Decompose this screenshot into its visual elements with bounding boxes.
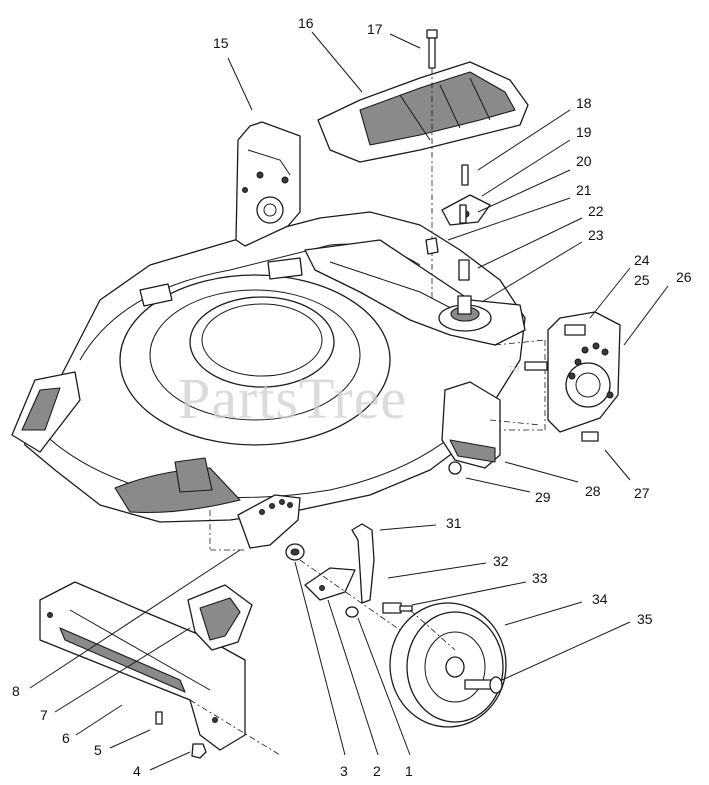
cover-bolt	[426, 29, 438, 300]
callout-23: 23	[588, 227, 604, 243]
callout-16: 16	[298, 15, 314, 31]
callout-8: 8	[12, 683, 20, 699]
callout-27: 27	[634, 485, 650, 501]
blade-drive-mount	[438, 295, 492, 332]
callout-18: 18	[576, 95, 592, 111]
callout-21: 21	[576, 182, 592, 198]
height-adjust-plate-left	[235, 121, 301, 247]
callout-20: 20	[576, 153, 592, 169]
height-adjust-plate-right	[494, 311, 621, 433]
callout-24: 24	[634, 252, 650, 268]
callout-34: 34	[592, 591, 608, 607]
callout-17: 17	[367, 21, 383, 37]
callout-35: 35	[637, 611, 653, 627]
leader-lines	[29, 31, 669, 771]
small-hardware-stack	[425, 164, 491, 281]
callout-32: 32	[493, 553, 509, 569]
callout-25: 25	[634, 272, 650, 288]
callout-33: 33	[532, 570, 548, 586]
front-skirt	[39, 510, 281, 759]
callout-3: 3	[340, 763, 348, 779]
callout-22: 22	[588, 203, 604, 219]
watermark-trademark: TM	[508, 365, 520, 374]
callout-15: 15	[213, 35, 229, 51]
rear-axle-baffle	[441, 381, 599, 475]
callout-numbers: 15 16 17 18 19 20 21 22 23 24 25 26 27 2…	[12, 15, 692, 779]
watermark-text: PartsTree	[178, 366, 407, 431]
callout-29: 29	[535, 489, 551, 505]
callout-26: 26	[676, 269, 692, 285]
mower-deck	[11, 211, 526, 523]
front-wheel-assembly	[237, 494, 507, 728]
rear-cover	[317, 61, 529, 163]
callout-5: 5	[94, 742, 102, 758]
callout-4: 4	[133, 763, 141, 779]
callout-1: 1	[405, 763, 413, 779]
callout-2: 2	[373, 763, 381, 779]
callout-7: 7	[40, 707, 48, 723]
callout-28: 28	[585, 483, 601, 499]
callout-6: 6	[62, 730, 70, 746]
callout-19: 19	[576, 124, 592, 140]
callout-31: 31	[446, 515, 462, 531]
